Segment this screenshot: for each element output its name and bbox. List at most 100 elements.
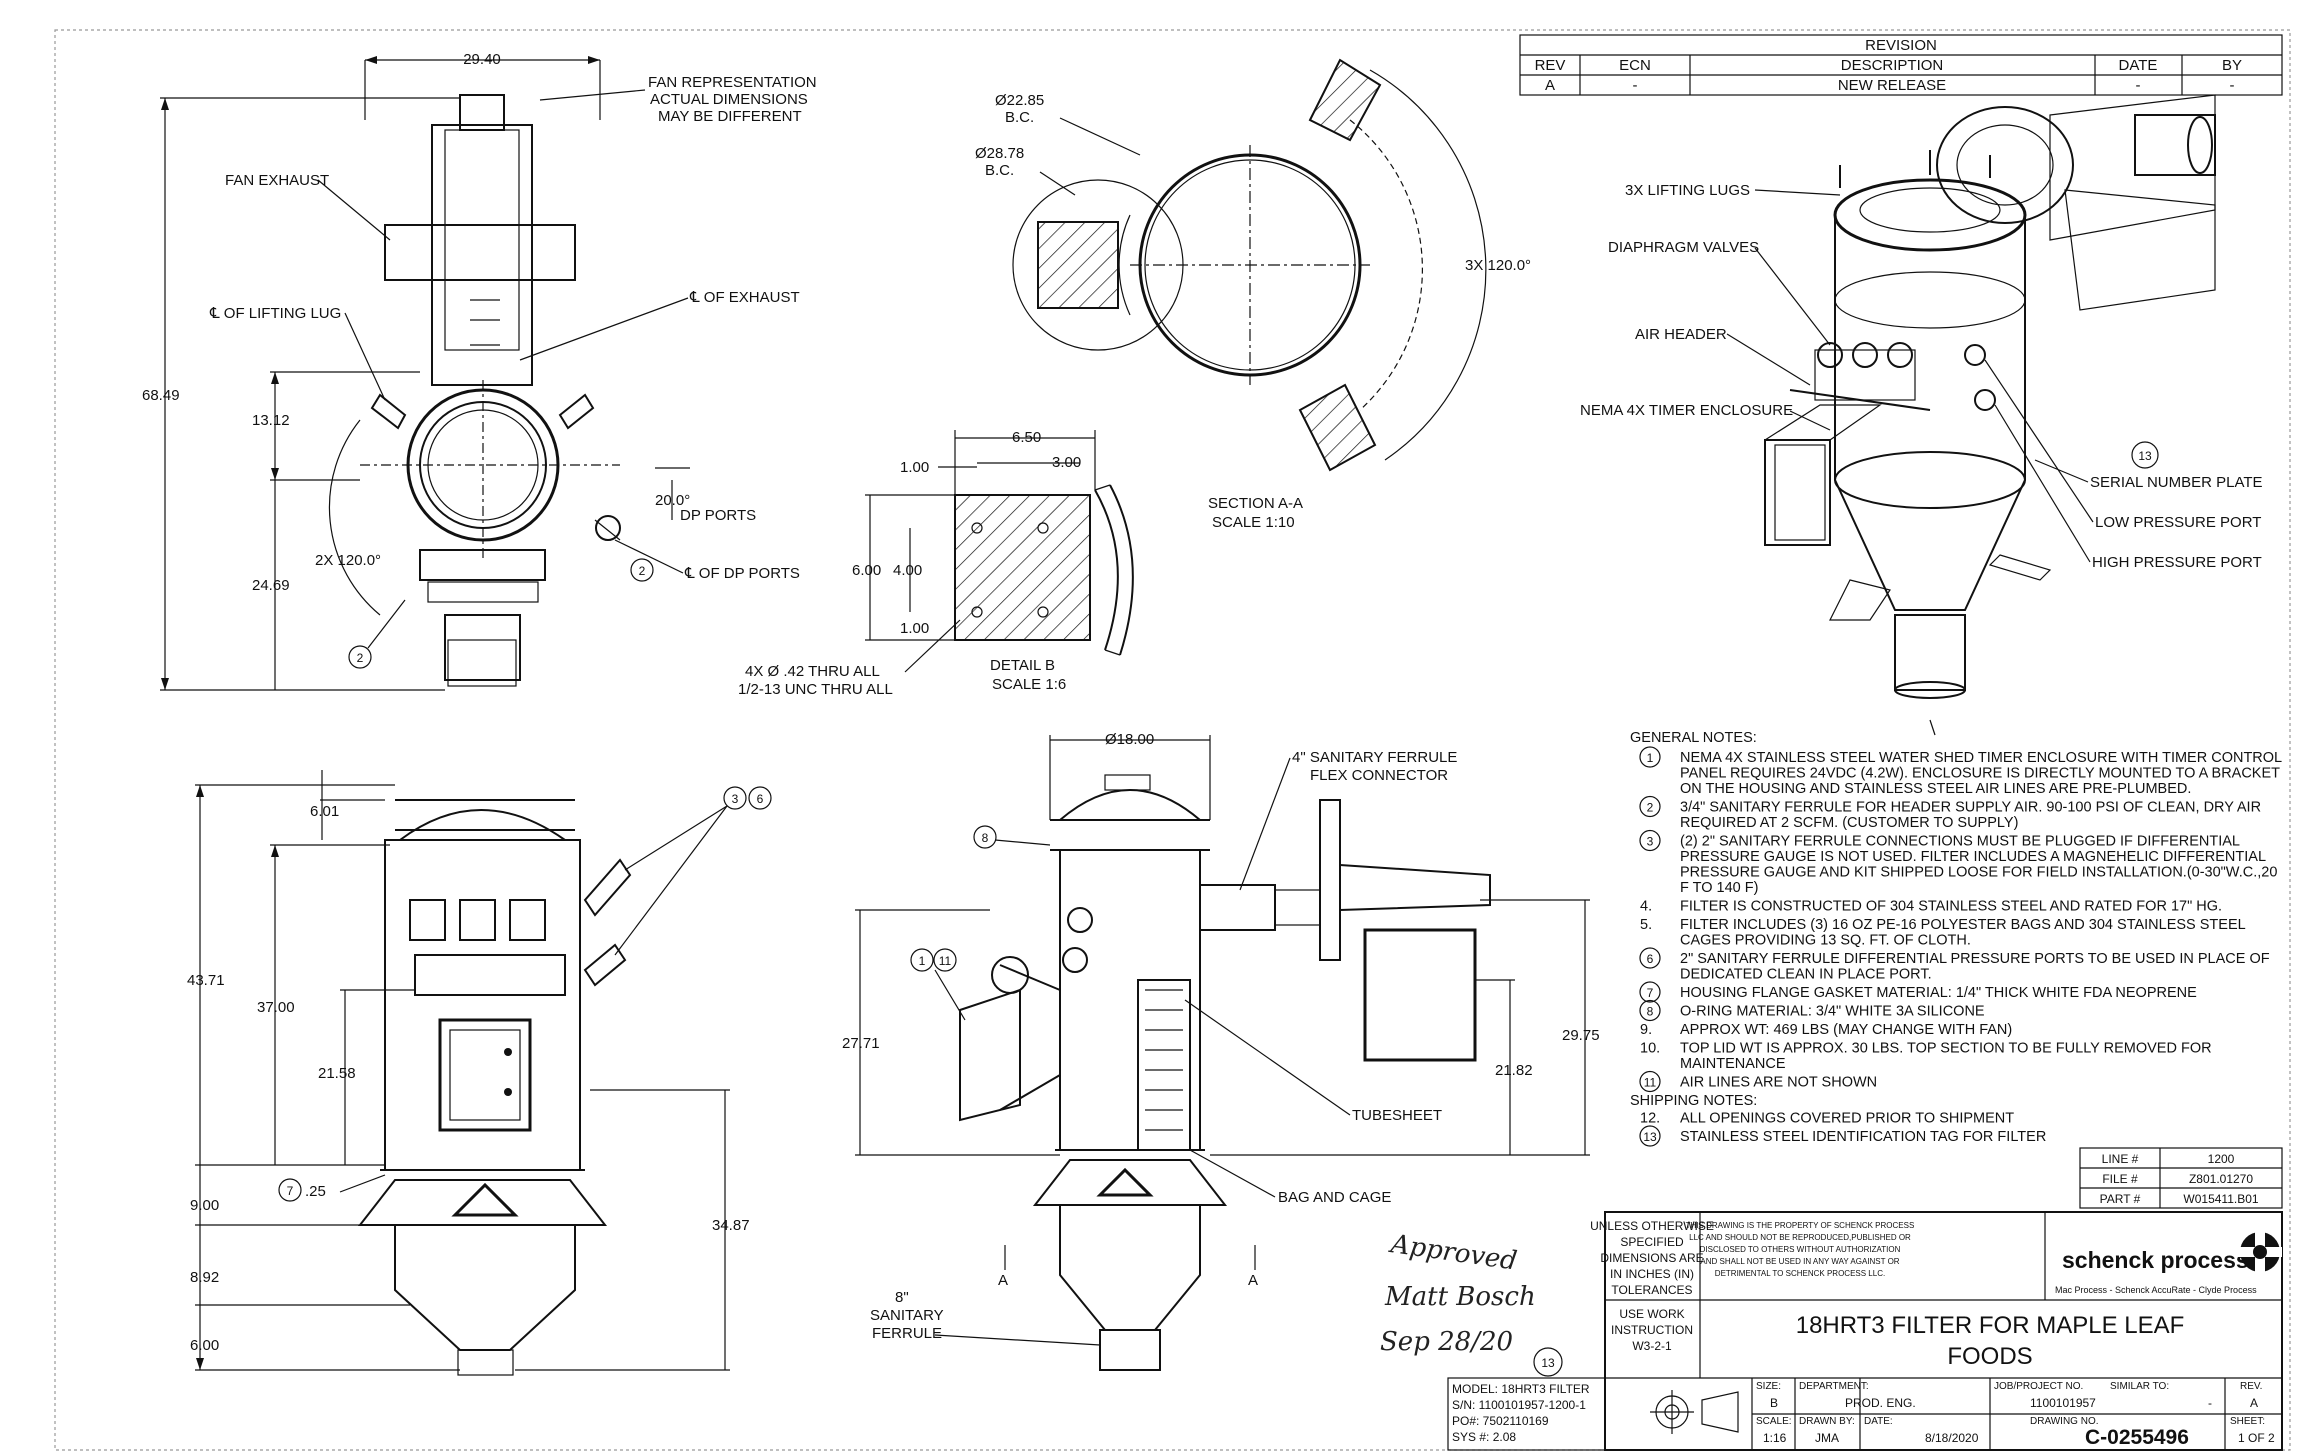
line-label: LINE # [2102,1152,2139,1166]
balloon-11 [933,948,957,972]
note-text: FILTER IS CONSTRUCTED OF 304 STAINLESS S… [1680,899,2222,915]
sanitary-note-3: FERRULE [872,1325,942,1342]
cl-lifting-lug-label: ℄ OF LIFTING LUG [209,305,341,322]
note-text: ALL OPENINGS COVERED PRIOR TO SHIPMENT [1680,1111,2014,1127]
tol-line5: TOLERANCES [1611,1283,1692,1297]
note-balloon [1639,981,1661,1003]
drawing-number: C-0255496 [2085,1426,2189,1449]
dim-400: 4.00 [893,562,922,579]
balloon-2-left [348,645,372,669]
note-balloon [1639,795,1661,818]
shipping-notes-heading: SHIPPING NOTES: [1630,1093,1757,1109]
rev-header-by: BY [2222,57,2242,74]
bc2-label: Ø28.78 [975,145,1024,162]
rev-row-by: - [2230,77,2235,94]
sanitary-note-2: SANITARY [870,1307,944,1324]
sheet-label: SHEET: [2230,1416,2265,1427]
balloon-8-text: 8 [982,831,989,845]
file-value: Z801.01270 [2189,1172,2253,1186]
nema-label: NEMA 4X TIMER ENCLOSURE [1580,402,1793,419]
dept-label: DEPARTMENT: [1799,1381,1869,1392]
balloon-8 [973,825,997,849]
note-text: REQUIRED AT 2 SCFM. (CUSTOMER TO SUPPLY) [1680,815,2018,831]
fan-note-line1: FAN REPRESENTATION [648,74,817,91]
note-text: 2" SANITARY FERRULE DIFFERENTIAL PRESSUR… [1680,951,2270,967]
dim-600-front: 6.00 [190,1337,219,1354]
bag-cage-label: BAG AND CAGE [1278,1189,1391,1206]
note-number: 3 [1647,835,1654,849]
line-value: 1200 [2208,1152,2235,1166]
prop-line3: DISCLOSED TO OTHERS WITHOUT AUTHORIZATIO… [1700,1245,1901,1254]
dim-2158: 21.58 [318,1065,356,1082]
fan-note-line3: MAY BE DIFFERENT [658,108,802,125]
dim-3487: 34.87 [712,1217,750,1234]
rev-value: A [2250,1396,2258,1410]
rev-row-description: NEW RELEASE [1838,77,1946,94]
low-port-label: LOW PRESSURE PORT [2095,514,2261,531]
file-label: FILE # [2102,1172,2138,1186]
lifting-lugs-label: 3X LIFTING LUGS [1625,182,1750,199]
note-number: 7 [1647,986,1654,1000]
ferrule-note-1: 4" SANITARY FERRULE [1292,749,1457,766]
note-text: PRESSURE GAUGE IS NOT USED. FILTER INCLU… [1680,849,2266,865]
dim-25: .25 [305,1183,326,1200]
dim-601: 6.01 [310,803,339,820]
hole-note-2: 1/2-13 UNC THRU ALL [738,681,893,698]
brand-name: schenck process [2062,1247,2249,1273]
note-balloon [1639,947,1661,969]
detail-b-label: DETAIL B [990,657,1055,674]
dim-3700: 37.00 [257,999,295,1016]
date-value: 8/18/2020 [1925,1431,1979,1445]
note-number: 1 [1647,751,1654,765]
note-text: APPROX WT: 469 LBS (MAY CHANGE WITH FAN) [1680,1022,2012,1038]
note-text: HOUSING FLANGE GASKET MATERIAL: 1/4" THI… [1680,985,2197,1001]
note-number: 12. [1640,1111,1660,1127]
front-view: 43.71 37.00 21.58 6.01 9.00 8.92 6.00 34… [187,770,772,1376]
dim-300: 3.00 [1052,454,1081,471]
note-text: (2) 2" SANITARY FERRULE CONNECTIONS MUST… [1680,834,2240,850]
brand-subtitle: Mac Process - Schenck AccuRate - Clyde P… [2055,1285,2257,1295]
sheet-value: 1 OF 2 [2238,1431,2275,1445]
balloon-13-iso-text: 13 [2138,449,2152,463]
note-text: PRESSURE GAUGE AND KIT SHIPPED LOOSE FOR… [1680,865,2277,881]
note-number: 9. [1640,1022,1652,1038]
job-label: JOB/PROJECT NO. [1994,1381,2083,1392]
work-line2: INSTRUCTION [1611,1323,1693,1337]
balloon-1-text: 1 [919,954,926,968]
note-text: TOP LID WT IS APPROX. 30 LBS. TOP SECTIO… [1680,1041,2212,1057]
note-text: DEDICATED CLEAN IN PLACE PORT. [1680,967,1932,983]
dim-top-width: 29.40 [463,51,501,68]
similar-value: - [2208,1396,2212,1410]
rev-header-date: DATE [2119,57,2158,74]
note-text: MAINTENANCE [1680,1056,1786,1072]
fan-note-line2: ACTUAL DIMENSIONS [650,91,808,108]
drawn-label: DRAWN BY: [1799,1416,1855,1427]
top-view: 29.40 68.49 13.12 24.69 2X 120.0° 20.0° … [142,51,817,691]
dim-2975: 29.75 [1562,1027,1600,1044]
note-text: NEMA 4X STAINLESS STEEL WATER SHED TIMER… [1680,750,2282,766]
rev-label: REV. [2240,1381,2262,1392]
size-value: B [1770,1396,1778,1410]
title-block: UNLESS OTHERWISE SPECIFIED DIMENSIONS AR… [1590,1211,2283,1451]
cl-dp-ports-label: ℄ OF DP PORTS [684,565,800,582]
drawn-value: JMA [1815,1431,1839,1445]
approval-line1: Approved [1387,1229,1519,1277]
dim-900: 9.00 [190,1197,219,1214]
prop-line4: AND SHALL NOT BE USED IN ANY WAY AGAINST… [1700,1257,1899,1266]
part-value: W015411.B01 [2183,1192,2258,1206]
dim-100a: 1.00 [900,459,929,476]
section-a-right: A [1248,1272,1258,1289]
sanitary-note-1: 8" [895,1289,909,1306]
note-text: CAGES PROVIDING 13 SQ. FT. OF CLOTH. [1680,933,1971,949]
note-text: 3/4" SANITARY FERRULE FOR HEADER SUPPLY … [1680,800,2261,816]
detail-b-view: 6.50 3.00 1.00 6.00 4.00 1.00 4X Ø .42 T… [738,429,1134,698]
note-text: STAINLESS STEEL IDENTIFICATION TAG FOR F… [1680,1129,2046,1145]
balloon-2-top-text: 2 [639,564,646,578]
section-aa-scale: SCALE 1:10 [1212,514,1295,531]
dim-100b: 1.00 [900,620,929,637]
dp-ports-label: DP PORTS [680,507,756,524]
balloon-2-top [630,558,654,582]
note-balloon [1639,999,1661,1022]
dwg-label: DRAWING NO. [2030,1416,2099,1427]
rev-header-description: DESCRIPTION [1841,57,1944,74]
